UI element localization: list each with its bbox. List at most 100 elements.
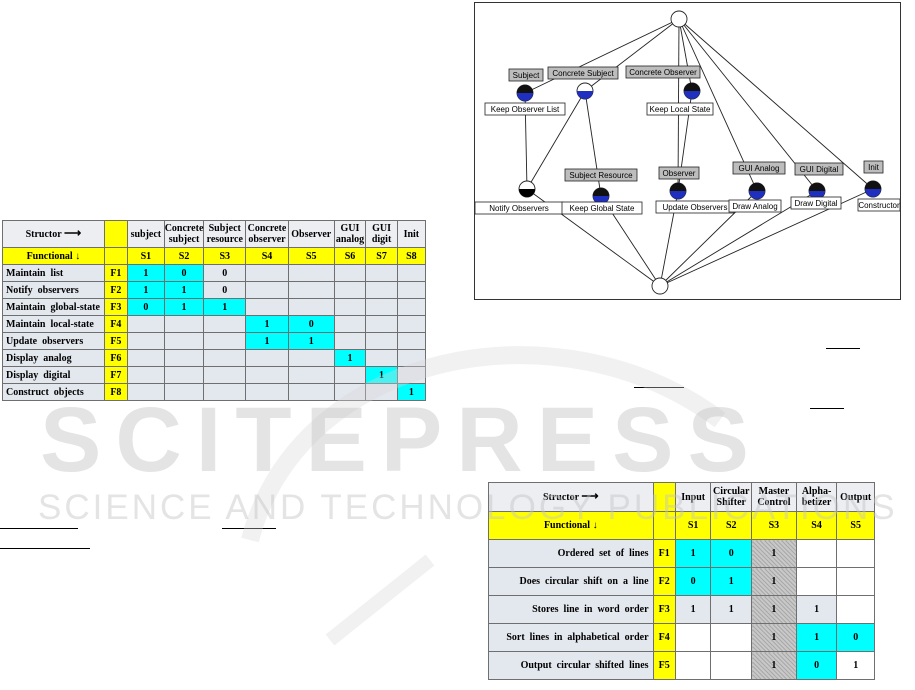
node-label-text: Draw Digital [794, 199, 837, 208]
table-cell: 0 [710, 539, 753, 568]
col-header: Concrete observer [245, 220, 289, 248]
table-cell [287, 298, 335, 316]
table-cell [365, 383, 398, 401]
table-cell [203, 366, 247, 384]
col-id: S3 [751, 511, 797, 540]
functional-node-label: Draw Analog [728, 199, 782, 213]
structor-node-label: Init [863, 160, 884, 174]
row-label: Does circular shift on a line [488, 567, 654, 596]
text-underline [222, 528, 276, 529]
arrow-down-icon: ↓ [592, 520, 598, 531]
corner-cell [103, 220, 129, 248]
table-cell: 1 [751, 651, 797, 680]
col-id: S3 [203, 247, 247, 265]
node-label-text: Keep Global State [570, 204, 635, 213]
row-label: Maintain local-state [2, 315, 105, 333]
structor-header: Structor ⟶ [488, 482, 654, 512]
structor-node-label: GUI Analog [732, 161, 786, 175]
functional-node-label: Update Observers [655, 200, 735, 214]
row-id: F2 [103, 281, 129, 299]
table-cell: 1 [245, 332, 289, 350]
table-cell: 1 [333, 349, 367, 367]
table-cell [674, 623, 712, 652]
lattice-node [518, 180, 536, 198]
table-cell [396, 315, 427, 333]
lattice-edge [524, 18, 680, 94]
lattice-node [748, 182, 766, 200]
table-cell [245, 349, 289, 367]
row-label: Ordered set of lines [488, 539, 654, 568]
table-cell [365, 332, 398, 350]
row-id: F6 [103, 349, 129, 367]
table-cell: 0 [674, 567, 712, 596]
dsm-table-kwic: Structor ⟶ Input Circular Shifter Master… [488, 482, 875, 680]
lattice-node [516, 84, 534, 102]
node-label-text: Notify Observers [489, 204, 549, 213]
structor-node-label: GUI Digital [794, 162, 844, 176]
table-cell: 1 [751, 567, 797, 596]
functional-header: Functional ↓ [2, 247, 105, 265]
table-cell: 1 [751, 539, 797, 568]
table-cell [795, 539, 838, 568]
dsm-table-observer: Structor ⟶ subject Concrete subject Subj… [2, 220, 427, 401]
table-cell [333, 332, 367, 350]
table-cell [365, 349, 398, 367]
table-cell [396, 332, 427, 350]
table-cell [333, 298, 367, 316]
node-label-text: Init [868, 163, 879, 172]
functional-node-label: Draw Digital [790, 196, 842, 210]
table-cell: 1 [163, 281, 205, 299]
col-header: Concrete subject [163, 220, 205, 248]
table-cell: 1 [163, 298, 205, 316]
table-cell [396, 366, 427, 384]
table-cell [163, 315, 205, 333]
table-cell: 0 [203, 281, 247, 299]
col-header: GUI analog [333, 220, 367, 248]
node-label-text: Concrete Observer [629, 68, 697, 77]
arrow-right-icon: ⟶ [63, 226, 82, 240]
col-id: S5 [836, 511, 875, 540]
table-cell [287, 281, 335, 299]
table-cell [245, 298, 289, 316]
node-label-text: Keep Observer List [491, 105, 560, 114]
node-label-text: Subject [513, 71, 540, 80]
table-cell [127, 332, 165, 350]
table-cell: 1 [836, 651, 875, 680]
node-label-text: Draw Analog [732, 202, 777, 211]
table-cell [163, 349, 205, 367]
table-cell [836, 539, 875, 568]
row-label: Stores line in word order [488, 595, 654, 624]
table-cell [127, 315, 165, 333]
col-header: Alpha-betizer [795, 482, 838, 512]
table-cell [836, 595, 875, 624]
table-cell [333, 281, 367, 299]
table-cell [333, 264, 367, 282]
arrow-right-icon: ⟶ [581, 489, 599, 503]
row-label: Maintain global-state [2, 298, 105, 316]
node-label-text: Observer [663, 169, 696, 178]
text-underline [826, 348, 860, 349]
table-cell: 1 [751, 623, 797, 652]
table-cell: 1 [127, 264, 165, 282]
table-cell: 1 [287, 332, 335, 350]
table-cell: 1 [127, 281, 165, 299]
col-header: Init [396, 220, 427, 248]
col-id: S4 [245, 247, 289, 265]
row-id: F4 [652, 623, 676, 652]
structor-header: Structor ⟶ [2, 220, 105, 248]
col-header: Observer [287, 220, 335, 248]
col-header: Input [674, 482, 712, 512]
table-cell: 1 [710, 595, 753, 624]
table-cell [396, 281, 427, 299]
table-cell [396, 349, 427, 367]
col-id: S2 [163, 247, 205, 265]
table-cell [163, 383, 205, 401]
text-underline [810, 408, 844, 409]
table-cell [333, 366, 367, 384]
row-label: Update observers [2, 332, 105, 350]
